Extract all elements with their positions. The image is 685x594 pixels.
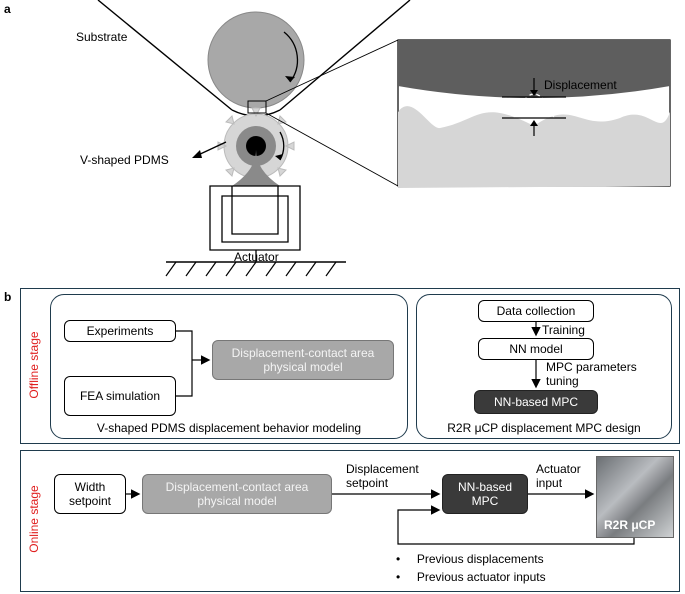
mpc-tuning-label: MPC parameters tuning xyxy=(546,360,637,388)
online-nn-mpc-box: NN-based MPC xyxy=(442,474,528,514)
bullet-text: Previous actuator inputs xyxy=(416,570,546,584)
r2r-ucp-photo xyxy=(596,456,674,538)
panel-b-letter: b xyxy=(4,290,12,304)
training-label: Training xyxy=(542,323,585,337)
actuator-label: Actuator xyxy=(234,250,279,264)
online-stage-frame xyxy=(20,450,680,592)
displacement-label: Displacement xyxy=(544,78,617,92)
fea-simulation-box: FEA simulation xyxy=(64,376,176,416)
offline-physical-model-box: Displacement-contact area physical model xyxy=(212,340,394,380)
nn-model-box: NN model xyxy=(478,338,594,360)
offline-modeling-caption: V-shaped PDMS displacement behavior mode… xyxy=(96,421,362,435)
pdms-label: V-shaped PDMS xyxy=(80,153,169,167)
data-collection-box: Data collection xyxy=(478,300,594,322)
panel-a-letter: a xyxy=(4,2,11,16)
actuator-input-label: Actuator input xyxy=(536,462,581,490)
width-setpoint-box: Width setpoint xyxy=(54,474,126,514)
bullet-text: Previous displacements xyxy=(416,552,544,566)
online-physical-model-box: Displacement-contact area physical model xyxy=(142,474,332,514)
displacement-setpoint-label: Displacement setpoint xyxy=(346,462,419,490)
r2r-ucp-photo-label: R2R μCP xyxy=(604,518,656,532)
bullet-previous-displacements: • Previous displacements xyxy=(396,552,544,566)
bullet-previous-actuator-inputs: • Previous actuator inputs xyxy=(396,570,546,584)
panel-a-illustration xyxy=(97,0,671,277)
offline-nn-mpc-box: NN-based MPC xyxy=(474,390,598,414)
experiments-box: Experiments xyxy=(64,320,176,342)
substrate-label: Substrate xyxy=(76,30,128,44)
offline-mpc-caption: R2R μCP displacement MPC design xyxy=(447,421,641,435)
